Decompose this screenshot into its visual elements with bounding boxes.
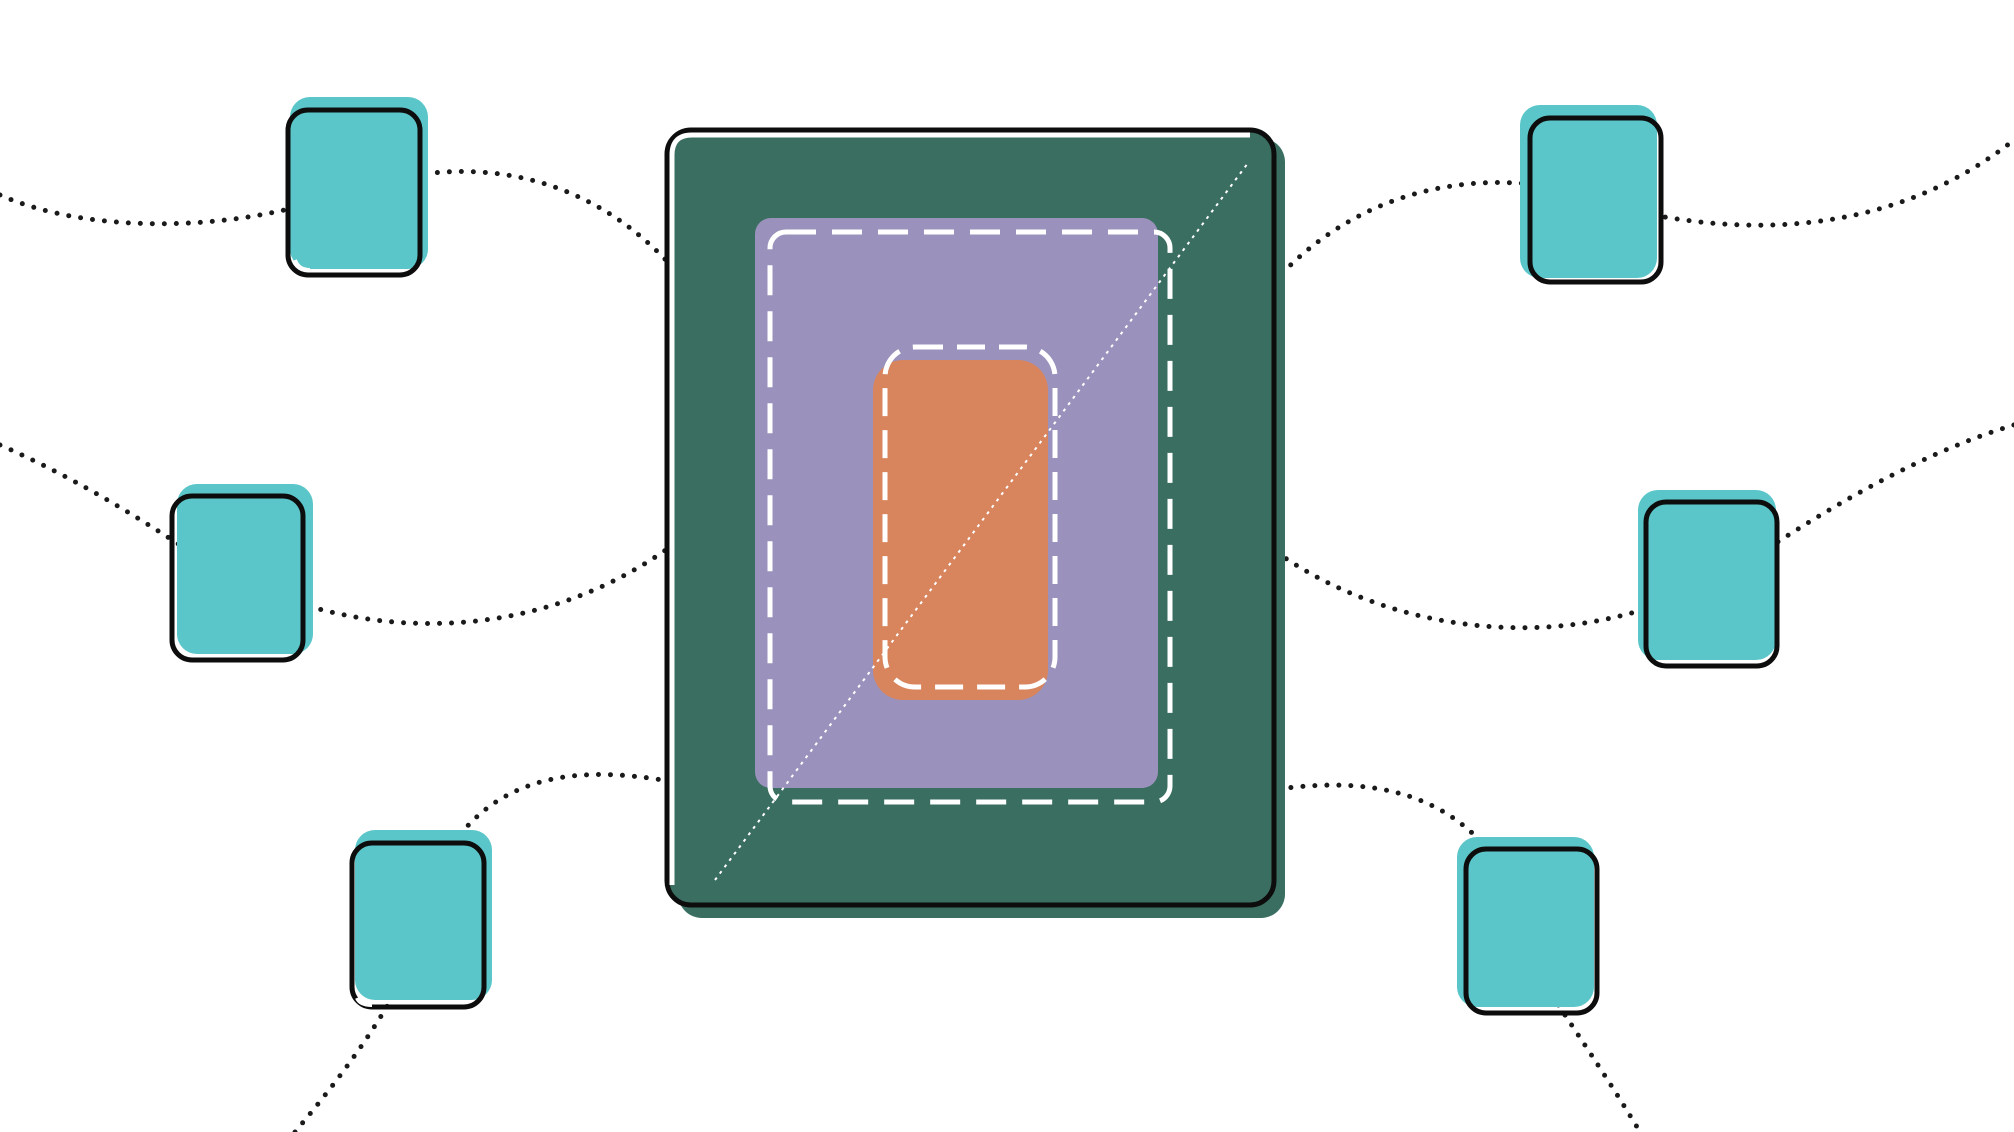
connector-left-top-outer (0, 192, 323, 227)
connector-right-middle-outer (1755, 422, 2014, 558)
diagonal-line (714, 162, 1249, 881)
connector-right-middle-inner (1219, 502, 1673, 631)
node-right-top (1520, 105, 1664, 285)
core-block (873, 360, 1048, 700)
node-left-bottom (349, 830, 492, 1010)
node-right-middle (1638, 490, 1780, 669)
inner-panel-dashed-border (767, 229, 1173, 805)
connector-right-top-outer (1627, 137, 2014, 228)
node-left-middle (169, 484, 313, 663)
central-block (664, 127, 1285, 918)
connector-left-middle-outer (0, 442, 198, 558)
node-right-bottom (1457, 837, 1600, 1016)
node-left-top (285, 97, 428, 278)
connector-right-top-inner (1235, 180, 1563, 333)
connector-left-middle-inner (272, 492, 733, 626)
core-dashed-border (882, 344, 1058, 690)
central-block-highlight (669, 132, 1250, 885)
